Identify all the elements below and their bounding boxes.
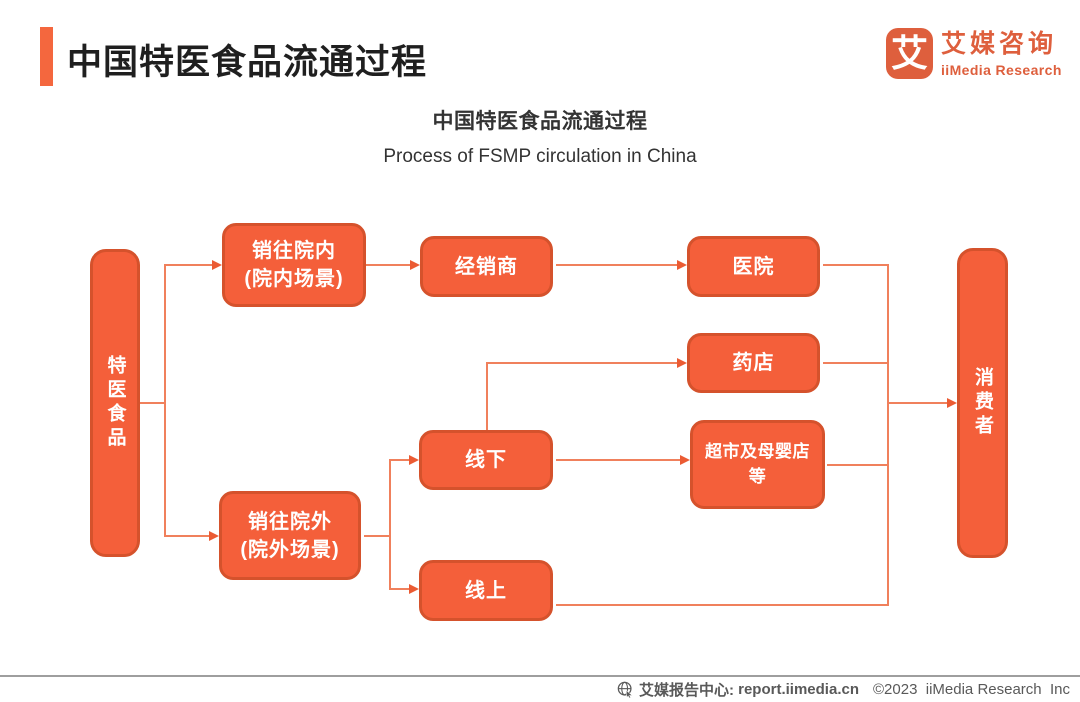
edge-offline-pharmacy-line xyxy=(486,362,677,364)
node-distributor-label: 经销商 xyxy=(455,255,518,278)
node-consumer-label: 消费者 xyxy=(972,367,993,439)
edge-to-sell-outside-line xyxy=(164,535,209,537)
node-sell-inside-label: 销往院内 (院内场景) xyxy=(244,240,344,290)
edge-to-sell-outside-arrowhead xyxy=(209,531,219,541)
logo-name-en: iiMedia Research xyxy=(941,61,1062,78)
node-sell-outside-label: 销往院外 (院外场景) xyxy=(240,510,340,561)
node-sell-inside: 销往院内 (院内场景) xyxy=(222,223,366,307)
node-consumer: 消费者 xyxy=(957,248,1008,558)
edge-to-sell-inside-line xyxy=(164,264,212,266)
node-pharmacy: 药店 xyxy=(687,333,820,393)
edge-online-collector-line xyxy=(556,604,889,606)
edge-fsmp-split-line xyxy=(164,264,166,537)
node-hospital: 医院 xyxy=(687,236,820,297)
node-online-label: 线上 xyxy=(465,579,507,602)
figure-title: 中国特医食品流通过程 xyxy=(432,110,648,133)
edge-collector-line xyxy=(887,264,889,606)
edge-selloutside-split-line xyxy=(389,459,391,590)
node-supermarket-label: 超市及母婴店 等 xyxy=(705,441,810,486)
footer-source-label: 艾媒报告中心: xyxy=(638,682,734,699)
node-online: 线上 xyxy=(419,560,553,621)
edge-to-consumer-arrowhead xyxy=(947,398,957,408)
node-supermarket: 超市及母婴店 等 xyxy=(690,420,825,509)
edge-pharmacy-collector-line xyxy=(823,362,889,364)
node-pharmacy-label: 药店 xyxy=(732,352,775,374)
edge-to-online-line xyxy=(389,588,409,590)
edge-distributor-hospital-arrowhead xyxy=(677,260,687,270)
page-title: 中国特医食品流通过程 xyxy=(67,43,428,82)
edge-sellinside-distributor-arrowhead xyxy=(410,260,420,270)
node-fsmp: 特医食品 xyxy=(90,249,140,557)
logo-text: 艾媒咨询 iiMedia Research xyxy=(941,28,1062,78)
edge-fsmp-out-line xyxy=(140,402,166,404)
node-sell-outside: 销往院外 (院外场景) xyxy=(219,491,361,580)
edge-sellinside-distributor-line xyxy=(366,264,410,266)
footer-copyright: ©2023 iiMedia Research Inc xyxy=(873,681,1070,698)
node-offline-label: 线下 xyxy=(465,449,507,471)
footer-source-url: report.iimedia.cn xyxy=(733,681,859,698)
edge-selloutside-out-line xyxy=(364,535,391,537)
edge-to-sell-inside-arrowhead xyxy=(212,260,222,270)
logo: 艾 艾媒咨询 iiMedia Research xyxy=(886,28,1062,79)
edge-hospital-collector-line xyxy=(823,264,889,266)
footer-divider xyxy=(0,675,1080,677)
node-fsmp-label: 特医食品 xyxy=(104,355,126,451)
edge-distributor-hospital-line xyxy=(556,264,677,266)
edge-offline-supermarket-arrowhead xyxy=(680,455,690,465)
edge-supermarket-collector-line xyxy=(827,464,889,466)
figure-subtitle: Process of FSMP circulation in China xyxy=(383,146,697,167)
title-accent-bar xyxy=(40,27,53,86)
node-distributor: 经销商 xyxy=(420,236,553,297)
edge-to-offline-line xyxy=(389,459,409,461)
edge-offline-supermarket-line xyxy=(556,459,680,461)
edge-to-offline-arrowhead xyxy=(409,455,419,465)
footer: 艾媒报告中心: report.iimedia.cn ©2023 iiMedia … xyxy=(617,679,1070,700)
node-hospital-label: 医院 xyxy=(732,255,775,278)
edge-offline-up-line xyxy=(486,362,488,430)
logo-glyph: 艾 xyxy=(891,33,928,74)
edge-to-online-arrowhead xyxy=(409,584,419,594)
node-offline: 线下 xyxy=(419,430,553,490)
edge-to-consumer-line xyxy=(889,402,947,404)
edge-offline-pharmacy-arrowhead xyxy=(677,358,687,368)
logo-name-cn: 艾媒咨询 xyxy=(941,30,1058,58)
logo-icon: 艾 xyxy=(886,28,933,79)
globe-cursor-icon xyxy=(617,681,633,698)
